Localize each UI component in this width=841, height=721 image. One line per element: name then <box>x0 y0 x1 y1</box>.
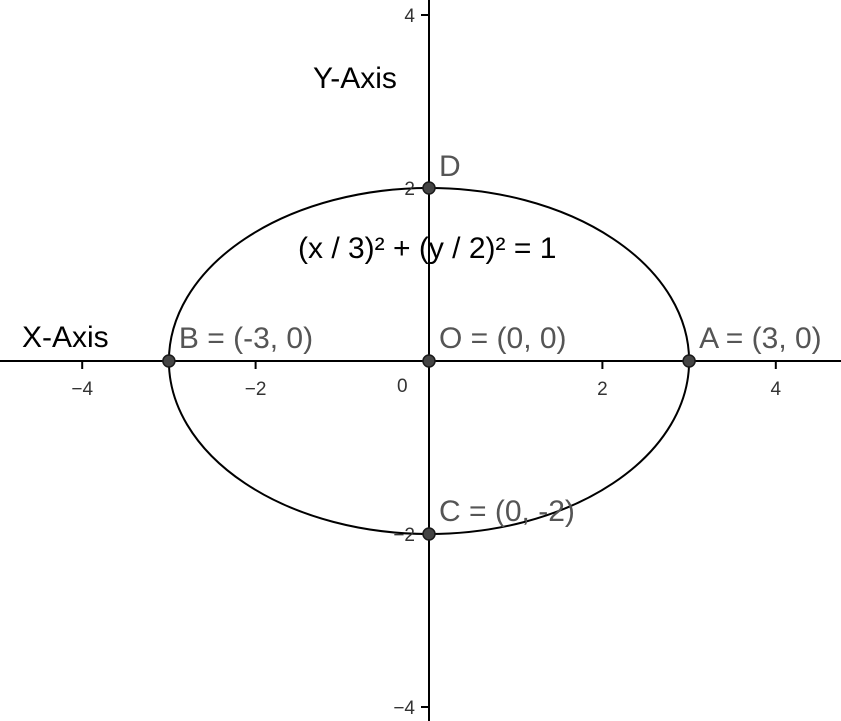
x-tick-label: 2 <box>597 379 608 400</box>
point-o[interactable] <box>422 354 436 368</box>
point-d[interactable] <box>422 181 436 195</box>
ellipse-equation: (x / 3)² + (y / 2)² = 1 <box>298 232 556 265</box>
y-tick-label: −4 <box>393 698 415 719</box>
x-axis-title: X-Axis <box>22 321 109 354</box>
origin-label: 0 <box>397 376 408 397</box>
point-label-d: D <box>439 150 461 183</box>
y-tick-label: −2 <box>393 525 415 546</box>
y-tick-label: 2 <box>404 179 415 200</box>
point-label-c: C = (0, -2) <box>439 495 575 528</box>
point-label-a: A = (3, 0) <box>699 322 822 355</box>
point-a[interactable] <box>682 354 696 368</box>
x-tick-label: −4 <box>71 379 93 400</box>
axis-ticks: −4 −2 2 4 4 2 −2 −4 <box>71 6 781 719</box>
point-label-o: O = (0, 0) <box>439 322 567 355</box>
points-layer: A = (3, 0) B = (-3, 0) O = (0, 0) C = (0, -… <box>162 150 822 541</box>
point-c[interactable] <box>422 527 436 541</box>
point-label-b: B = (-3, 0) <box>179 322 313 355</box>
x-tick-label: −2 <box>245 379 267 400</box>
y-tick-label: 4 <box>404 6 415 27</box>
x-tick-label: 4 <box>771 379 782 400</box>
y-axis-title: Y-Axis <box>313 62 397 95</box>
point-b[interactable] <box>162 354 176 368</box>
